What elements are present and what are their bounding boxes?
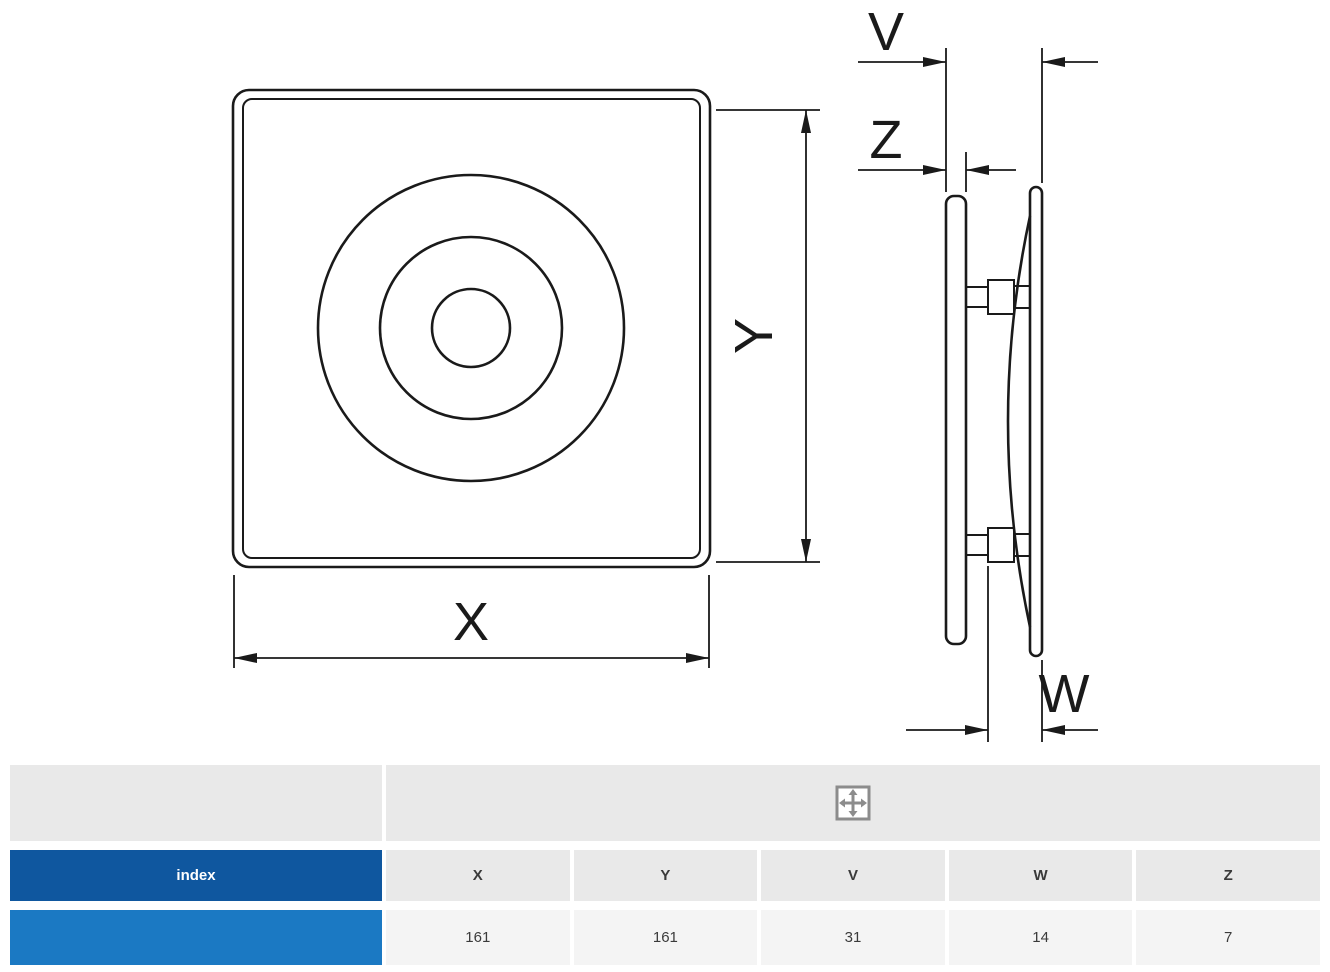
bottom-connector-step bbox=[965, 534, 989, 556]
table-header-cell-z: Z bbox=[1136, 850, 1320, 901]
panel-outer-outline bbox=[231, 88, 712, 569]
dim-label-w: W bbox=[1039, 664, 1090, 724]
table-value-cell-z: 7 bbox=[1136, 910, 1320, 965]
table-band-left-cell bbox=[10, 765, 382, 841]
table-value-cell-x: 161 bbox=[386, 910, 570, 965]
table-header-cell-w: W bbox=[948, 850, 1133, 901]
dim-label-z: Z bbox=[870, 110, 903, 170]
side-view bbox=[944, 185, 1044, 658]
dimension-v: V bbox=[858, 2, 1098, 192]
table-header-cell-y: Y bbox=[573, 850, 758, 901]
back-plate-profile bbox=[1028, 185, 1044, 658]
inner-circle bbox=[430, 287, 512, 369]
technical-drawing: Y X V Z bbox=[231, 2, 1098, 742]
dome-profile bbox=[1006, 215, 1032, 628]
bottom-connector-inner bbox=[1013, 533, 1031, 557]
dimension-z: Z bbox=[858, 110, 1016, 192]
dimensions-table: index X Y V W Z 161 161 31 14 7 bbox=[10, 765, 1320, 965]
bottom-connector-block bbox=[987, 527, 1015, 563]
dimension-w: W bbox=[906, 566, 1098, 742]
dim-label-y: Y bbox=[724, 318, 784, 354]
table-value-cell-y: 161 bbox=[573, 910, 758, 965]
top-connector-block bbox=[987, 279, 1015, 315]
front-view bbox=[231, 88, 712, 569]
table-band-icon-cell bbox=[386, 765, 1320, 841]
middle-circle bbox=[378, 235, 564, 421]
table-header-cell-index: index bbox=[10, 850, 382, 901]
dimensions-move-icon bbox=[835, 785, 871, 821]
dimension-y: Y bbox=[716, 109, 820, 563]
outer-circle bbox=[316, 173, 626, 483]
dim-label-x: X bbox=[453, 592, 489, 652]
panel-inner-outline bbox=[242, 98, 701, 559]
table-header-cell-x: X bbox=[386, 850, 570, 901]
table-value-cell-v: 31 bbox=[761, 910, 945, 965]
table-value-cell-index bbox=[10, 910, 382, 965]
table-header-cell-v: V bbox=[761, 850, 945, 901]
front-plate-profile bbox=[944, 194, 968, 646]
top-connector-inner bbox=[1013, 285, 1031, 309]
table-value-cell-w: 14 bbox=[948, 910, 1133, 965]
dimension-x: X bbox=[233, 575, 710, 668]
dim-label-v: V bbox=[868, 2, 904, 62]
top-connector-step bbox=[965, 286, 989, 308]
